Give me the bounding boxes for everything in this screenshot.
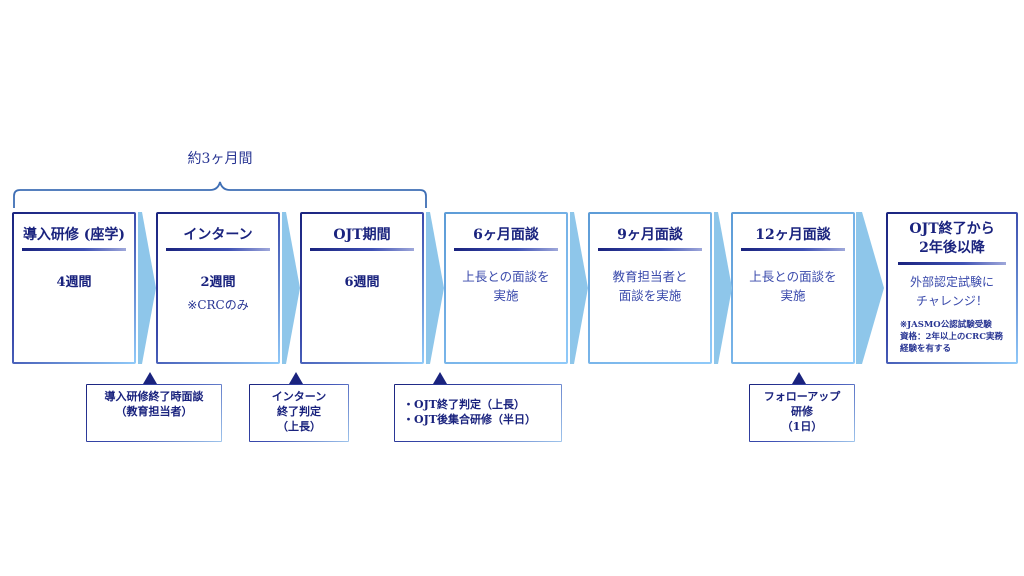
pointer-triangle-icon <box>433 372 447 384</box>
title-underline <box>898 262 1006 265</box>
chevron-arrow-icon <box>282 212 300 364</box>
stage-card-6-month-review: 6ヶ月面談 上長との面談を 実施 <box>444 212 568 364</box>
stage-card-internship: インターン 2週間 ※CRCのみ <box>156 212 280 364</box>
callout-intro-review: 導入研修終了時面談 （教育担当者） <box>86 384 222 442</box>
stage-title: 6ヶ月面談 <box>473 227 539 243</box>
stage-card-external-certification: OJT終了から 2年後以降 外部認定試験に チャレンジ！ ※JASMO公認試験受… <box>886 212 1018 364</box>
chevron-arrow-icon <box>856 212 884 364</box>
period-label: 約3ヶ月間 <box>187 151 253 167</box>
title-underline <box>310 248 414 251</box>
callout-internship-judgement: インターン 終了判定 （上長） <box>249 384 349 442</box>
stage-title: OJT終了から 2年後以降 <box>909 221 995 256</box>
period-brace <box>13 181 427 208</box>
stage-title: インターン <box>183 227 253 243</box>
stage-card-ojt: OJT期間 6週間 <box>300 212 424 364</box>
stage-description: 教育担当者と 面談を実施 <box>612 269 688 303</box>
stage-card-intro-training: 導入研修 (座学) 4週間 <box>12 212 136 364</box>
stage-description: 外部認定試験に チャレンジ！ <box>909 275 994 308</box>
stage-duration: 4週間 <box>56 275 92 290</box>
title-underline <box>454 248 558 251</box>
stage-card-9-month-review: 9ヶ月面談 教育担当者と 面談を実施 <box>588 212 712 364</box>
certification-note: ※JASMO公認試験受験 資格：2年以上のCRC実務 経験を有する <box>900 320 1004 354</box>
pointer-triangle-icon <box>289 372 303 384</box>
callout-ojt-completion: ・OJT終了判定（上長） ・OJT後集合研修（半日） <box>394 384 562 442</box>
stage-duration: 6週間 <box>344 275 380 290</box>
stage-description: 上長との面談を 実施 <box>749 269 837 303</box>
stage-title: 導入研修 (座学) <box>22 227 126 243</box>
title-underline <box>166 248 270 251</box>
chevron-arrow-icon <box>138 212 156 364</box>
title-underline <box>598 248 702 251</box>
stage-duration: 2週間 <box>200 275 236 290</box>
chevron-arrow-icon <box>570 212 588 364</box>
stage-title: OJT期間 <box>333 227 391 243</box>
stage-title: 12ヶ月面談 <box>755 227 831 243</box>
title-underline <box>741 248 845 251</box>
chevron-arrow-icon <box>426 212 444 364</box>
pointer-triangle-icon <box>143 372 157 384</box>
stage-title: 9ヶ月面談 <box>617 227 683 243</box>
stage-description: 上長との面談を 実施 <box>462 269 550 303</box>
stage-note: ※CRCのみ <box>187 298 249 312</box>
pointer-triangle-icon <box>792 372 806 384</box>
callout-follow-up-training: フォローアップ 研修 （1日） <box>749 384 855 442</box>
title-underline <box>22 248 126 251</box>
chevron-arrow-icon <box>714 212 732 364</box>
stage-card-12-month-review: 12ヶ月面談 上長との面談を 実施 <box>731 212 855 364</box>
